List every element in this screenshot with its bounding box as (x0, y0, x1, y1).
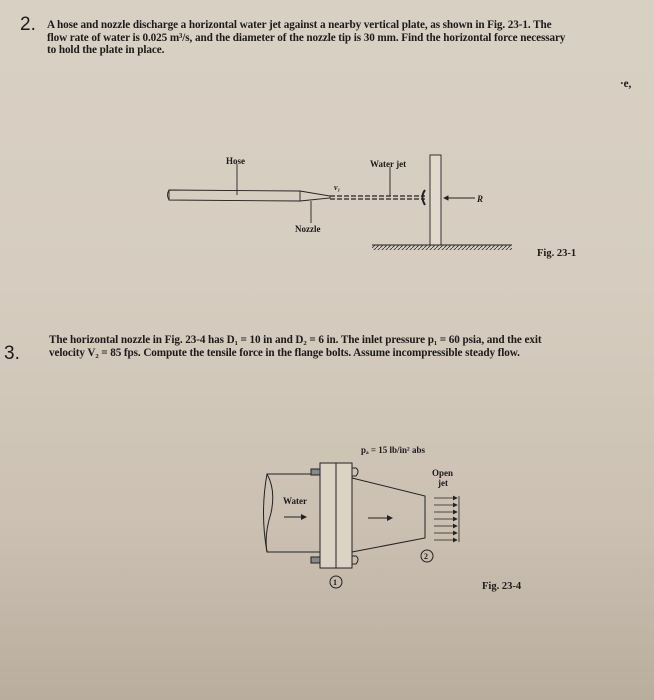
problem-3-line: The horizontal nozzle in Fig. 23-4 has D… (49, 334, 542, 346)
section-1-label: 1 (333, 578, 337, 587)
nozzle-label: Nozzle (295, 224, 320, 234)
bolt-top-left (310, 468, 321, 476)
nozzle (299, 190, 331, 202)
velocity-label: v₁ (334, 183, 340, 192)
open-jet-arrows (434, 495, 460, 543)
water-jet-label: Water jet (370, 159, 406, 169)
flange-right (335, 462, 353, 569)
figure-23-1 (167, 154, 512, 250)
problem-2-line: to hold the plate in place. (47, 44, 165, 56)
pressure-label: pₐ = 15 lb/in² abs (361, 445, 425, 455)
problem-3-text: The horizontal nozzle in Fig. 23-4 has D… (49, 334, 542, 359)
section-1-marker (329, 575, 343, 589)
section-2-label: 2 (424, 552, 428, 561)
nozzle-cone (351, 477, 426, 553)
ground-hatch (372, 245, 512, 250)
force-label: R (476, 194, 483, 204)
water-label: Water (283, 496, 307, 506)
fig-23-1-caption: Fig. 23-1 (537, 248, 576, 259)
open-label: Open (432, 468, 453, 478)
problem-2-line: A hose and nozzle discharge a horizontal… (47, 19, 552, 31)
fig-23-4-caption: Fig. 23-4 (482, 581, 522, 592)
figure-23-4 (263, 462, 460, 589)
problem-2-number: 2. (20, 14, 36, 35)
jet-splash (421, 189, 426, 206)
pipe-cut (265, 473, 274, 553)
problem-2-line: flow rate of water is 0.025 m³/s, and th… (47, 31, 566, 44)
bolt-top-right (352, 467, 359, 477)
water-jet (330, 195, 425, 200)
problem-3-line: velocity V₂ = 85 fps. Compute the tensil… (49, 346, 520, 359)
jet-label: jet (437, 478, 448, 488)
hose-label: Hose (226, 156, 245, 166)
margin-fragment: ·e, (620, 78, 632, 90)
plate (429, 154, 442, 246)
bolt-bottom-right (352, 555, 359, 565)
problem-2-text: A hose and nozzle discharge a horizontal… (47, 19, 565, 57)
bolt-bottom-left (310, 556, 321, 564)
hose (167, 189, 301, 202)
section-2-marker (420, 549, 434, 563)
problem-3-number: 3. (4, 343, 20, 364)
flange-left (319, 462, 337, 569)
